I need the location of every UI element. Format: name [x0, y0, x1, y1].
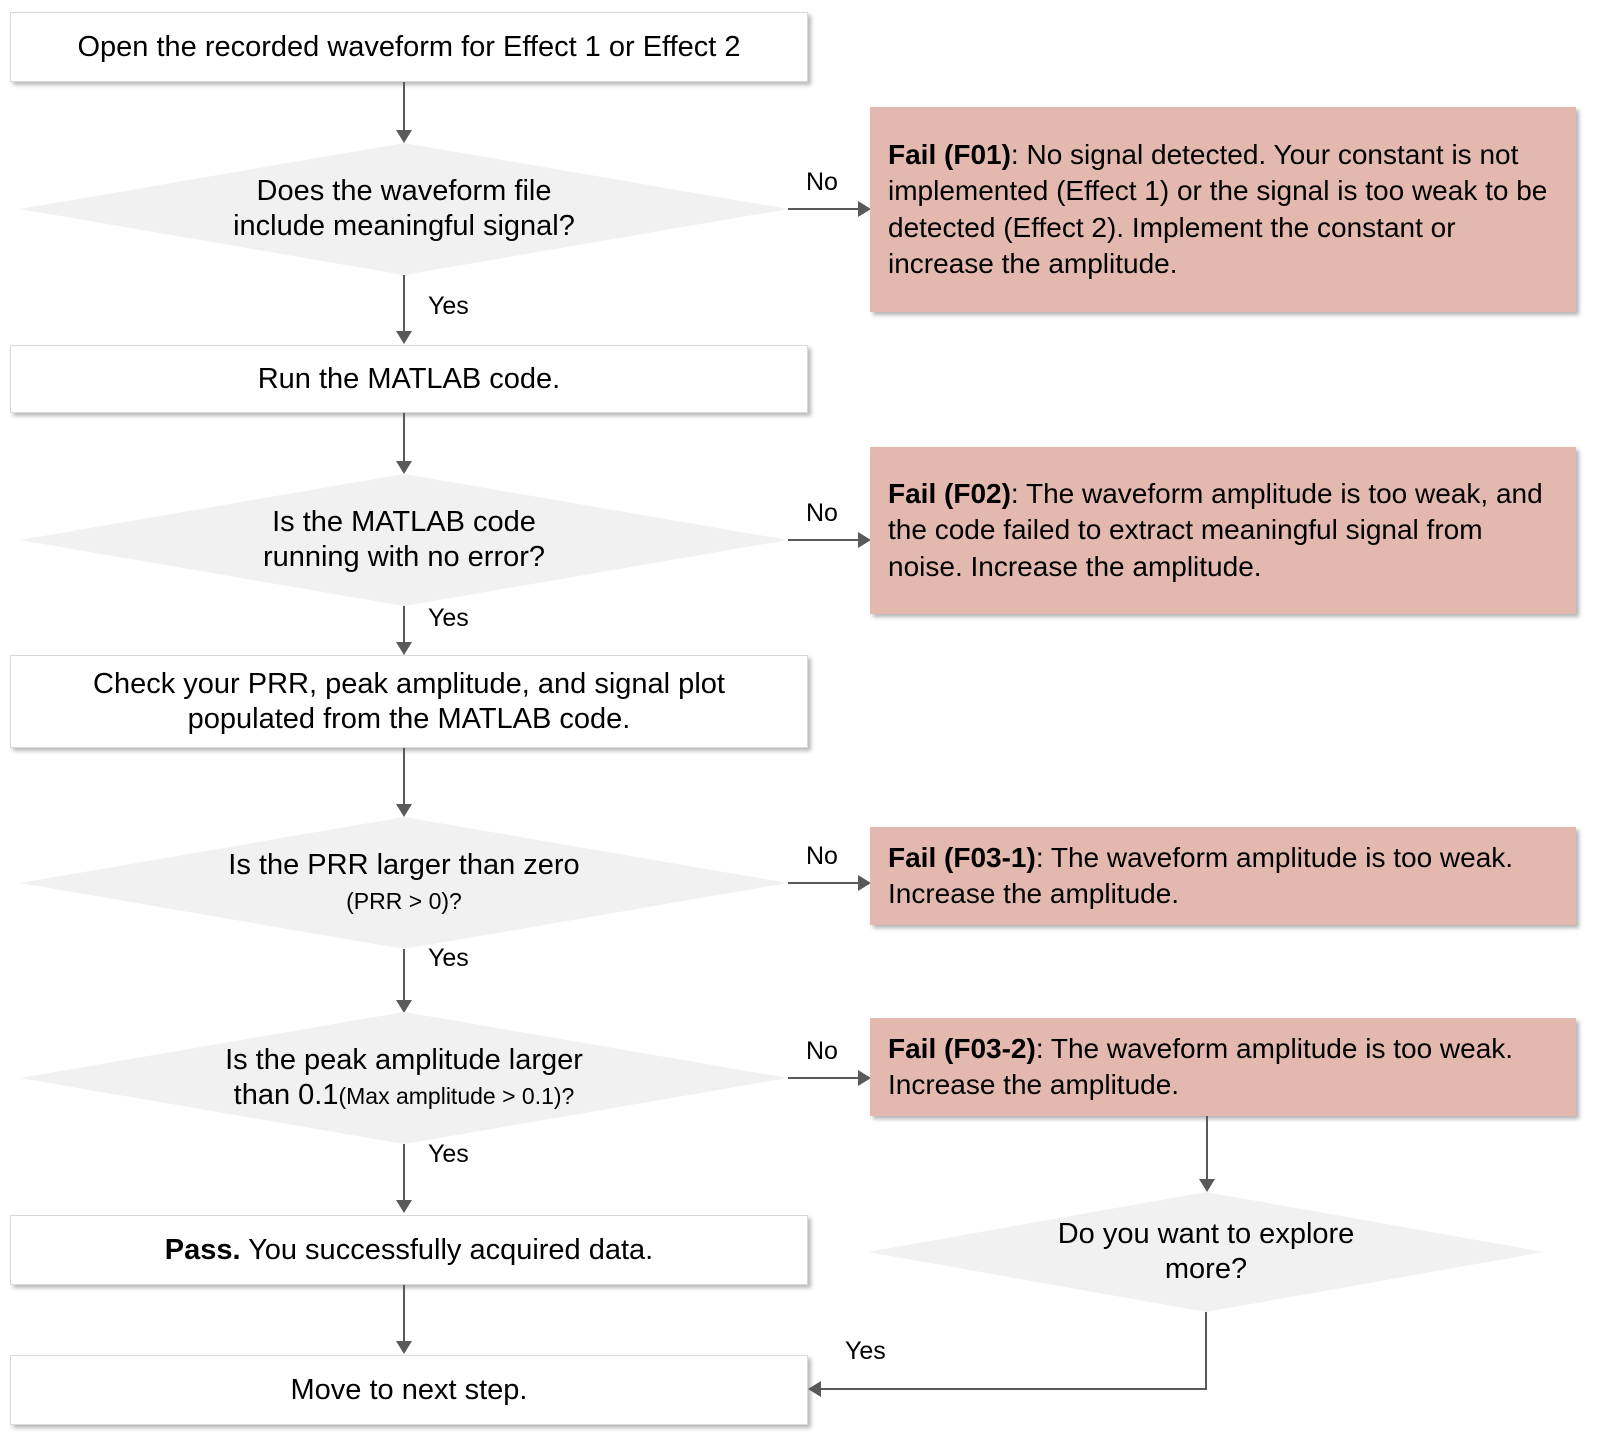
- arrowhead-check-to-d3: [396, 804, 412, 817]
- callout-fail-f02-bold: Fail (F02): [888, 477, 1011, 509]
- node-pass[interactable]: Pass. You successfully acquired data.: [10, 1215, 808, 1285]
- edge-label-yes-3: Yes: [428, 944, 469, 972]
- decision-explore-more-line2: more?: [1164, 1253, 1248, 1285]
- decision-prr-positive-line2: (PRR > 0)?: [346, 888, 462, 914]
- callout-fail-f03-1-text: : The waveform amplitude is too weak. In…: [888, 841, 1514, 909]
- node-decision-meaningful-signal[interactable]: Does the waveform file include meaningfu…: [20, 143, 788, 275]
- callout-fail-f01[interactable]: Fail (F01): No signal detected. Your con…: [870, 107, 1576, 312]
- arrowhead-d4-to-f03-2: [858, 1070, 871, 1086]
- callout-fail-f03-1-bold: Fail (F03-1): [888, 841, 1036, 873]
- decision-peak-amplitude-line1: Is the peak amplitude larger: [225, 1043, 583, 1076]
- arrowhead-pass-to-next: [396, 1341, 412, 1354]
- connector-d2-to-check: [403, 606, 405, 654]
- node-decision-explore-more[interactable]: Do you want to explore more?: [868, 1192, 1544, 1312]
- callout-fail-f03-1[interactable]: Fail (F03-1): The waveform amplitude is …: [870, 827, 1576, 925]
- edge-label-yes-2: Yes: [428, 604, 469, 632]
- edge-label-no-4: No: [806, 1037, 838, 1065]
- edge-label-yes-1: Yes: [428, 292, 469, 320]
- connector-start-to-d1: [403, 82, 405, 132]
- node-check-outputs-line1: Check your PRR, peak amplitude, and sign…: [93, 668, 725, 701]
- connector-d3-to-f03-1: [788, 882, 860, 884]
- node-check-outputs-line2: populated from the MATLAB code.: [187, 702, 631, 735]
- connector-check-to-d3: [403, 748, 405, 806]
- callout-fail-f03-2-bold: Fail (F03-2): [888, 1032, 1036, 1064]
- callout-fail-f03-2[interactable]: Fail (F03-2): The waveform amplitude is …: [870, 1018, 1576, 1116]
- edge-label-no-2: No: [806, 499, 838, 527]
- callout-fail-f01-text: : No signal detected. Your constant is n…: [888, 138, 1548, 279]
- node-decision-peak-amplitude[interactable]: Is the peak amplitude larger than 0.1(Ma…: [20, 1012, 788, 1144]
- decision-prr-positive-line1: Is the PRR larger than zero: [228, 848, 580, 881]
- callout-fail-f02-text: : The waveform amplitude is too weak, an…: [888, 477, 1543, 582]
- callout-fail-f02[interactable]: Fail (F02): The waveform amplitude is to…: [870, 447, 1576, 614]
- arrowhead-d5-to-next-step: [808, 1381, 821, 1397]
- arrowhead-d2-to-check: [396, 642, 412, 655]
- connector-d3-to-d4: [403, 949, 405, 1002]
- edge-label-yes-4: Yes: [428, 1140, 469, 1168]
- arrowhead-start-to-d1: [396, 130, 412, 143]
- arrowhead-d3-to-f03-1: [858, 875, 871, 891]
- node-pass-rest: You successfully acquired data.: [240, 1233, 654, 1266]
- edge-label-yes-5: Yes: [845, 1337, 886, 1365]
- connector-pass-to-next: [403, 1285, 405, 1343]
- node-decision-matlab-no-error[interactable]: Is the MATLAB code running with no error…: [20, 474, 788, 606]
- node-open-waveform[interactable]: Open the recorded waveform for Effect 1 …: [10, 12, 808, 82]
- arrowhead-run-to-d2: [396, 461, 412, 474]
- decision-meaningful-signal-line1: Does the waveform file: [256, 174, 552, 207]
- connector-f03-2-to-d5: [1206, 1116, 1208, 1181]
- node-check-outputs[interactable]: Check your PRR, peak amplitude, and sign…: [10, 655, 808, 748]
- connector-d5-down: [1205, 1312, 1207, 1390]
- decision-explore-more-line1: Do you want to explore: [1057, 1217, 1355, 1250]
- node-move-next-step-label: Move to next step.: [290, 1373, 528, 1406]
- connector-d4-to-pass: [403, 1144, 405, 1202]
- decision-matlab-no-error-line2: running with no error?: [262, 541, 546, 573]
- arrowhead-d3-to-d4: [396, 1000, 412, 1013]
- callout-fail-f03-2-text: : The waveform amplitude is too weak. In…: [888, 1032, 1514, 1100]
- arrowhead-d1-to-f01: [858, 201, 871, 217]
- arrowhead-d4-to-pass: [396, 1200, 412, 1213]
- arrowhead-d1-to-run: [396, 331, 412, 344]
- arrowhead-d2-to-f02: [858, 532, 871, 548]
- connector-d4-to-f03-2: [788, 1077, 860, 1079]
- connector-d2-to-f02: [788, 539, 860, 541]
- decision-peak-amplitude-line2-small: (Max amplitude > 0.1)?: [338, 1083, 575, 1109]
- node-run-matlab[interactable]: Run the MATLAB code.: [10, 345, 808, 413]
- edge-label-no-3: No: [806, 842, 838, 870]
- decision-meaningful-signal-line2: include meaningful signal?: [233, 210, 575, 242]
- connector-run-to-d2: [403, 413, 405, 463]
- node-decision-prr-positive[interactable]: Is the PRR larger than zero (PRR > 0)?: [20, 817, 788, 949]
- connector-d1-to-f01: [788, 208, 860, 210]
- callout-fail-f01-bold: Fail (F01): [888, 138, 1011, 170]
- edge-label-no-1: No: [806, 168, 838, 196]
- decision-peak-amplitude-line2-main: than 0.1: [233, 1079, 339, 1111]
- node-pass-bold: Pass.: [164, 1233, 241, 1266]
- connector-d1-to-run: [403, 275, 405, 333]
- connector-d5-to-next-step: [820, 1388, 1207, 1390]
- node-move-next-step[interactable]: Move to next step.: [10, 1355, 808, 1425]
- node-open-waveform-label: Open the recorded waveform for Effect 1 …: [77, 30, 741, 63]
- decision-matlab-no-error-line1: Is the MATLAB code: [272, 505, 536, 538]
- node-run-matlab-label: Run the MATLAB code.: [257, 362, 561, 395]
- arrowhead-f03-2-to-d5: [1199, 1179, 1215, 1192]
